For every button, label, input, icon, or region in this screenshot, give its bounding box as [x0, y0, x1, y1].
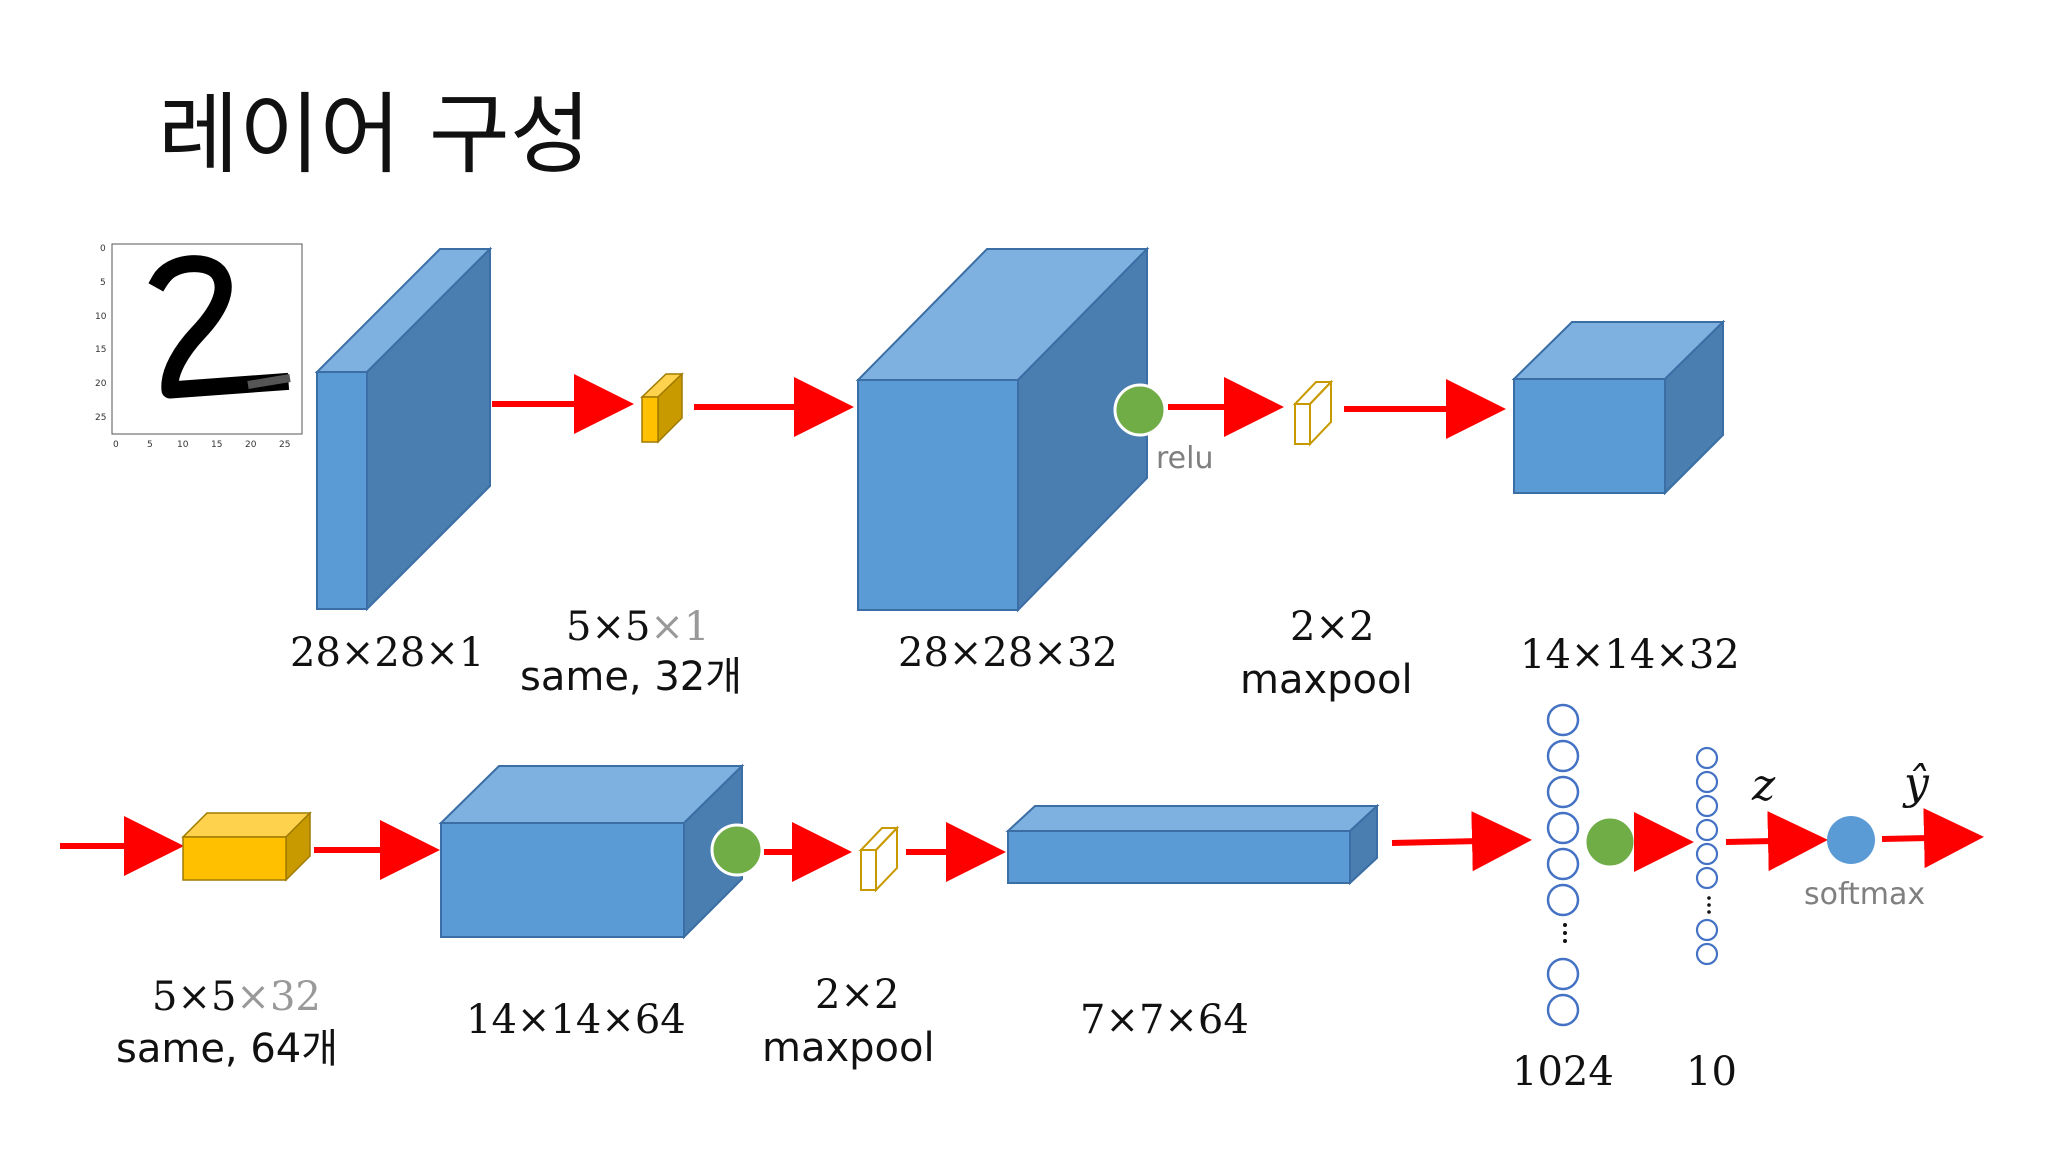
neuron [1695, 818, 1719, 842]
y-hat-label: ŷ [1902, 758, 1930, 809]
fc-1024-neurons [1546, 703, 1580, 1027]
relu-activation-node [1113, 383, 1167, 437]
pool2-size-label: 2×2 [815, 972, 899, 1018]
arrow [1391, 811, 1532, 872]
pool1-output-label: 14×14×32 [1520, 632, 1740, 678]
kernel-channels: ×1 [650, 604, 709, 650]
conv1-desc: same, 32개 [520, 654, 742, 700]
x-tick-label: 20 [245, 440, 257, 450]
fc-units-label: 1024 [1512, 1049, 1614, 1095]
kernel-size-main: 5×5 [152, 974, 236, 1020]
input-shape-label: 28×28×1 [290, 630, 484, 676]
neuron [1695, 918, 1719, 942]
pool2-output-volume [1005, 803, 1380, 886]
neuron [1695, 842, 1719, 866]
neuron [1695, 770, 1719, 794]
neuron [1546, 883, 1580, 917]
neuron [1546, 775, 1580, 809]
y-tick-label: 10 [95, 312, 107, 322]
y-tick-label: 5 [100, 278, 106, 288]
neuron [1546, 847, 1580, 881]
x-tick-label: 15 [211, 440, 222, 450]
conv2-kernel-size: 5×5×32 [152, 974, 321, 1020]
conv2-desc: same, 64개 [116, 1026, 338, 1072]
kernel-size-main: 5×5 [566, 604, 650, 650]
relu-activation-node-2 [710, 823, 764, 877]
x-tick-label: 25 [279, 440, 290, 450]
maxpool2-window [858, 825, 900, 893]
neuron [1695, 866, 1719, 890]
pool2-output-label: 7×7×64 [1080, 997, 1249, 1043]
neuron [1695, 746, 1719, 770]
y-tick-label: 25 [95, 413, 106, 423]
image-y-ticks: 0 5 10 15 20 25 [95, 244, 107, 423]
digit-two-glyph [148, 255, 291, 399]
ellipsis-dots [1707, 896, 1711, 914]
neuron [1546, 957, 1580, 991]
pool2-name-label: maxpool [762, 1025, 935, 1071]
maxpool1-window [1292, 379, 1334, 447]
conv2-output-volume [438, 763, 745, 940]
y-tick-label: 0 [100, 244, 106, 254]
image-x-ticks: 0 5 10 15 20 25 [113, 440, 290, 450]
conv1-kernel-size: 5×5×1 [566, 604, 709, 650]
neuron [1546, 739, 1580, 773]
conv1-output-volume [855, 246, 1150, 613]
conv2-kernel [181, 811, 312, 882]
x-tick-label: 5 [147, 440, 153, 450]
softmax-node [1827, 816, 1875, 864]
pool1-name-label: maxpool [1240, 657, 1413, 703]
ellipsis-dots [1563, 923, 1567, 943]
softmax-label: softmax [1804, 877, 1925, 912]
pool1-size-label: 2×2 [1290, 604, 1374, 650]
neuron [1546, 993, 1580, 1027]
mnist-digit-image: 0 5 10 15 20 25 0 5 10 15 20 25 [95, 243, 303, 450]
page-title: 레이어 구성 [158, 83, 591, 186]
neuron [1695, 794, 1719, 818]
input-volume-28x28x1 [314, 246, 493, 612]
conv1-kernel [640, 372, 684, 444]
x-tick-label: 10 [177, 440, 189, 450]
x-tick-label: 0 [113, 440, 119, 450]
y-tick-label: 15 [95, 345, 106, 355]
conv1-output-label: 28×28×32 [898, 630, 1118, 676]
z-label: z [1751, 760, 1776, 811]
relu-label: relu [1156, 441, 1213, 476]
y-tick-label: 20 [95, 379, 107, 389]
arrow [1881, 808, 1984, 869]
kernel-channels: ×32 [236, 974, 320, 1020]
neuron [1695, 942, 1719, 966]
pool1-output-volume [1511, 319, 1726, 496]
conv2-output-label: 14×14×64 [466, 997, 686, 1043]
output-10-neurons [1695, 746, 1719, 966]
relu-activation-node-3 [1583, 815, 1637, 869]
output-units-label: 10 [1686, 1049, 1737, 1095]
arrow [1725, 811, 1828, 872]
neuron [1546, 703, 1580, 737]
neuron [1546, 811, 1580, 845]
